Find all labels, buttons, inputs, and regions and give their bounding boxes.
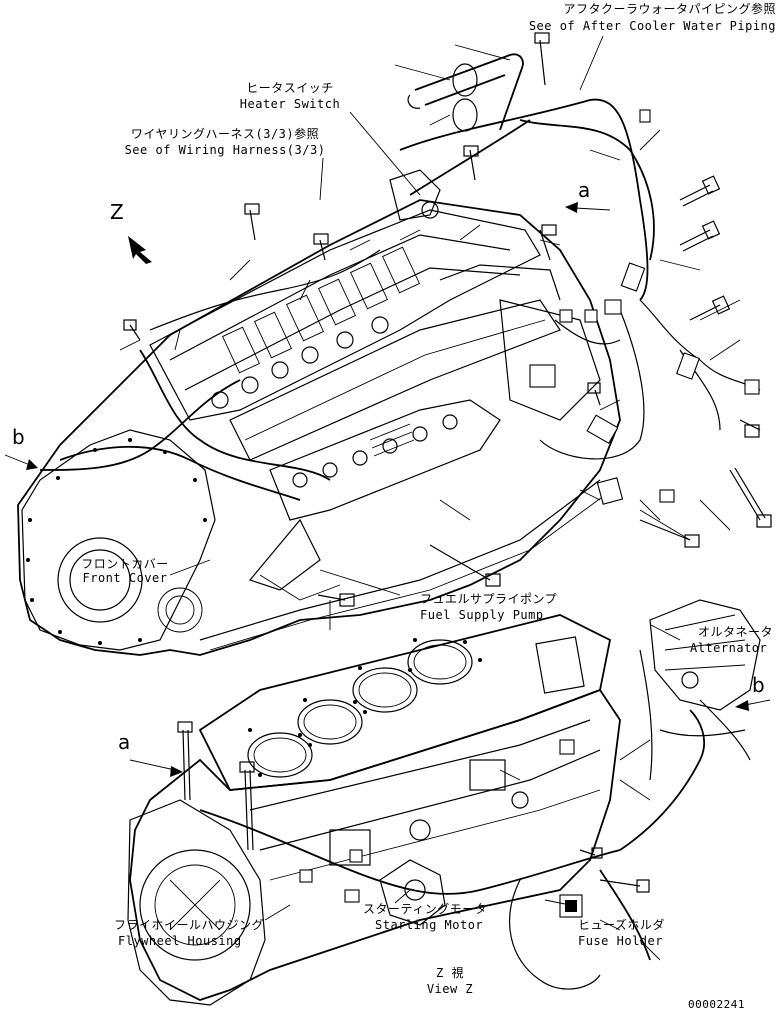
front-cover-label-en: Front Cover	[82, 571, 168, 585]
a-arrow-top	[565, 202, 611, 213]
fuel-supply-pump-label-jp: フュエルサプライポンプ	[420, 592, 558, 606]
a-marker-top: a	[578, 178, 591, 202]
upper-engine-assembly	[17, 32, 772, 656]
heater-switch-label-en: Heater Switch	[239, 97, 341, 111]
a-marker-bottom: a	[118, 730, 131, 754]
starting-motor-label-en: Starling Motor	[375, 918, 484, 932]
flywheel-housing-label-jp: フライホイールハウジング	[114, 918, 265, 932]
view-z-marker: Z	[110, 200, 125, 224]
fuel-supply-pump-label-en: Fuel Supply Pump	[420, 608, 544, 622]
aftercooler-label-jp: アフタクーラウォータパイピング参照	[563, 2, 776, 16]
b-marker-right: b	[752, 673, 766, 697]
fuse-holder-label-en: Fuse Holder	[578, 934, 663, 948]
view-z-caption-jp: Z 視	[436, 966, 464, 980]
aftercooler-label-en: See of After Cooler Water Piping	[528, 19, 776, 33]
drawing-number: 00002241	[688, 998, 745, 1011]
fuse-holder-label-jp: ヒューズホルダ	[578, 918, 665, 932]
view-z-caption-en: View Z	[426, 982, 474, 996]
alternator-label-en: Alternator	[690, 641, 768, 655]
alternator-label-jp: オルタネータ	[698, 625, 774, 639]
front-cover-label-jp: フロントカバー	[81, 557, 169, 571]
b-arrow-right	[735, 699, 771, 711]
starting-motor-label-jp: スターティングモータ	[363, 902, 488, 916]
heater-switch-label-jp: ヒータスイッチ	[246, 81, 334, 95]
flywheel-housing-label-en: Flywheel Housing	[118, 934, 242, 948]
lower-engine-assembly	[127, 599, 761, 1006]
a-arrow-bottom	[129, 759, 183, 777]
b-marker-left: b	[12, 425, 26, 449]
wiring-harness-label-jp: ワイヤリングハーネス(3/3)参照	[130, 127, 320, 141]
view-z-arrow	[128, 236, 152, 264]
b-arrow-left	[4, 454, 38, 470]
wiring-harness-label-en: See of Wiring Harness(3/3)	[124, 143, 326, 157]
